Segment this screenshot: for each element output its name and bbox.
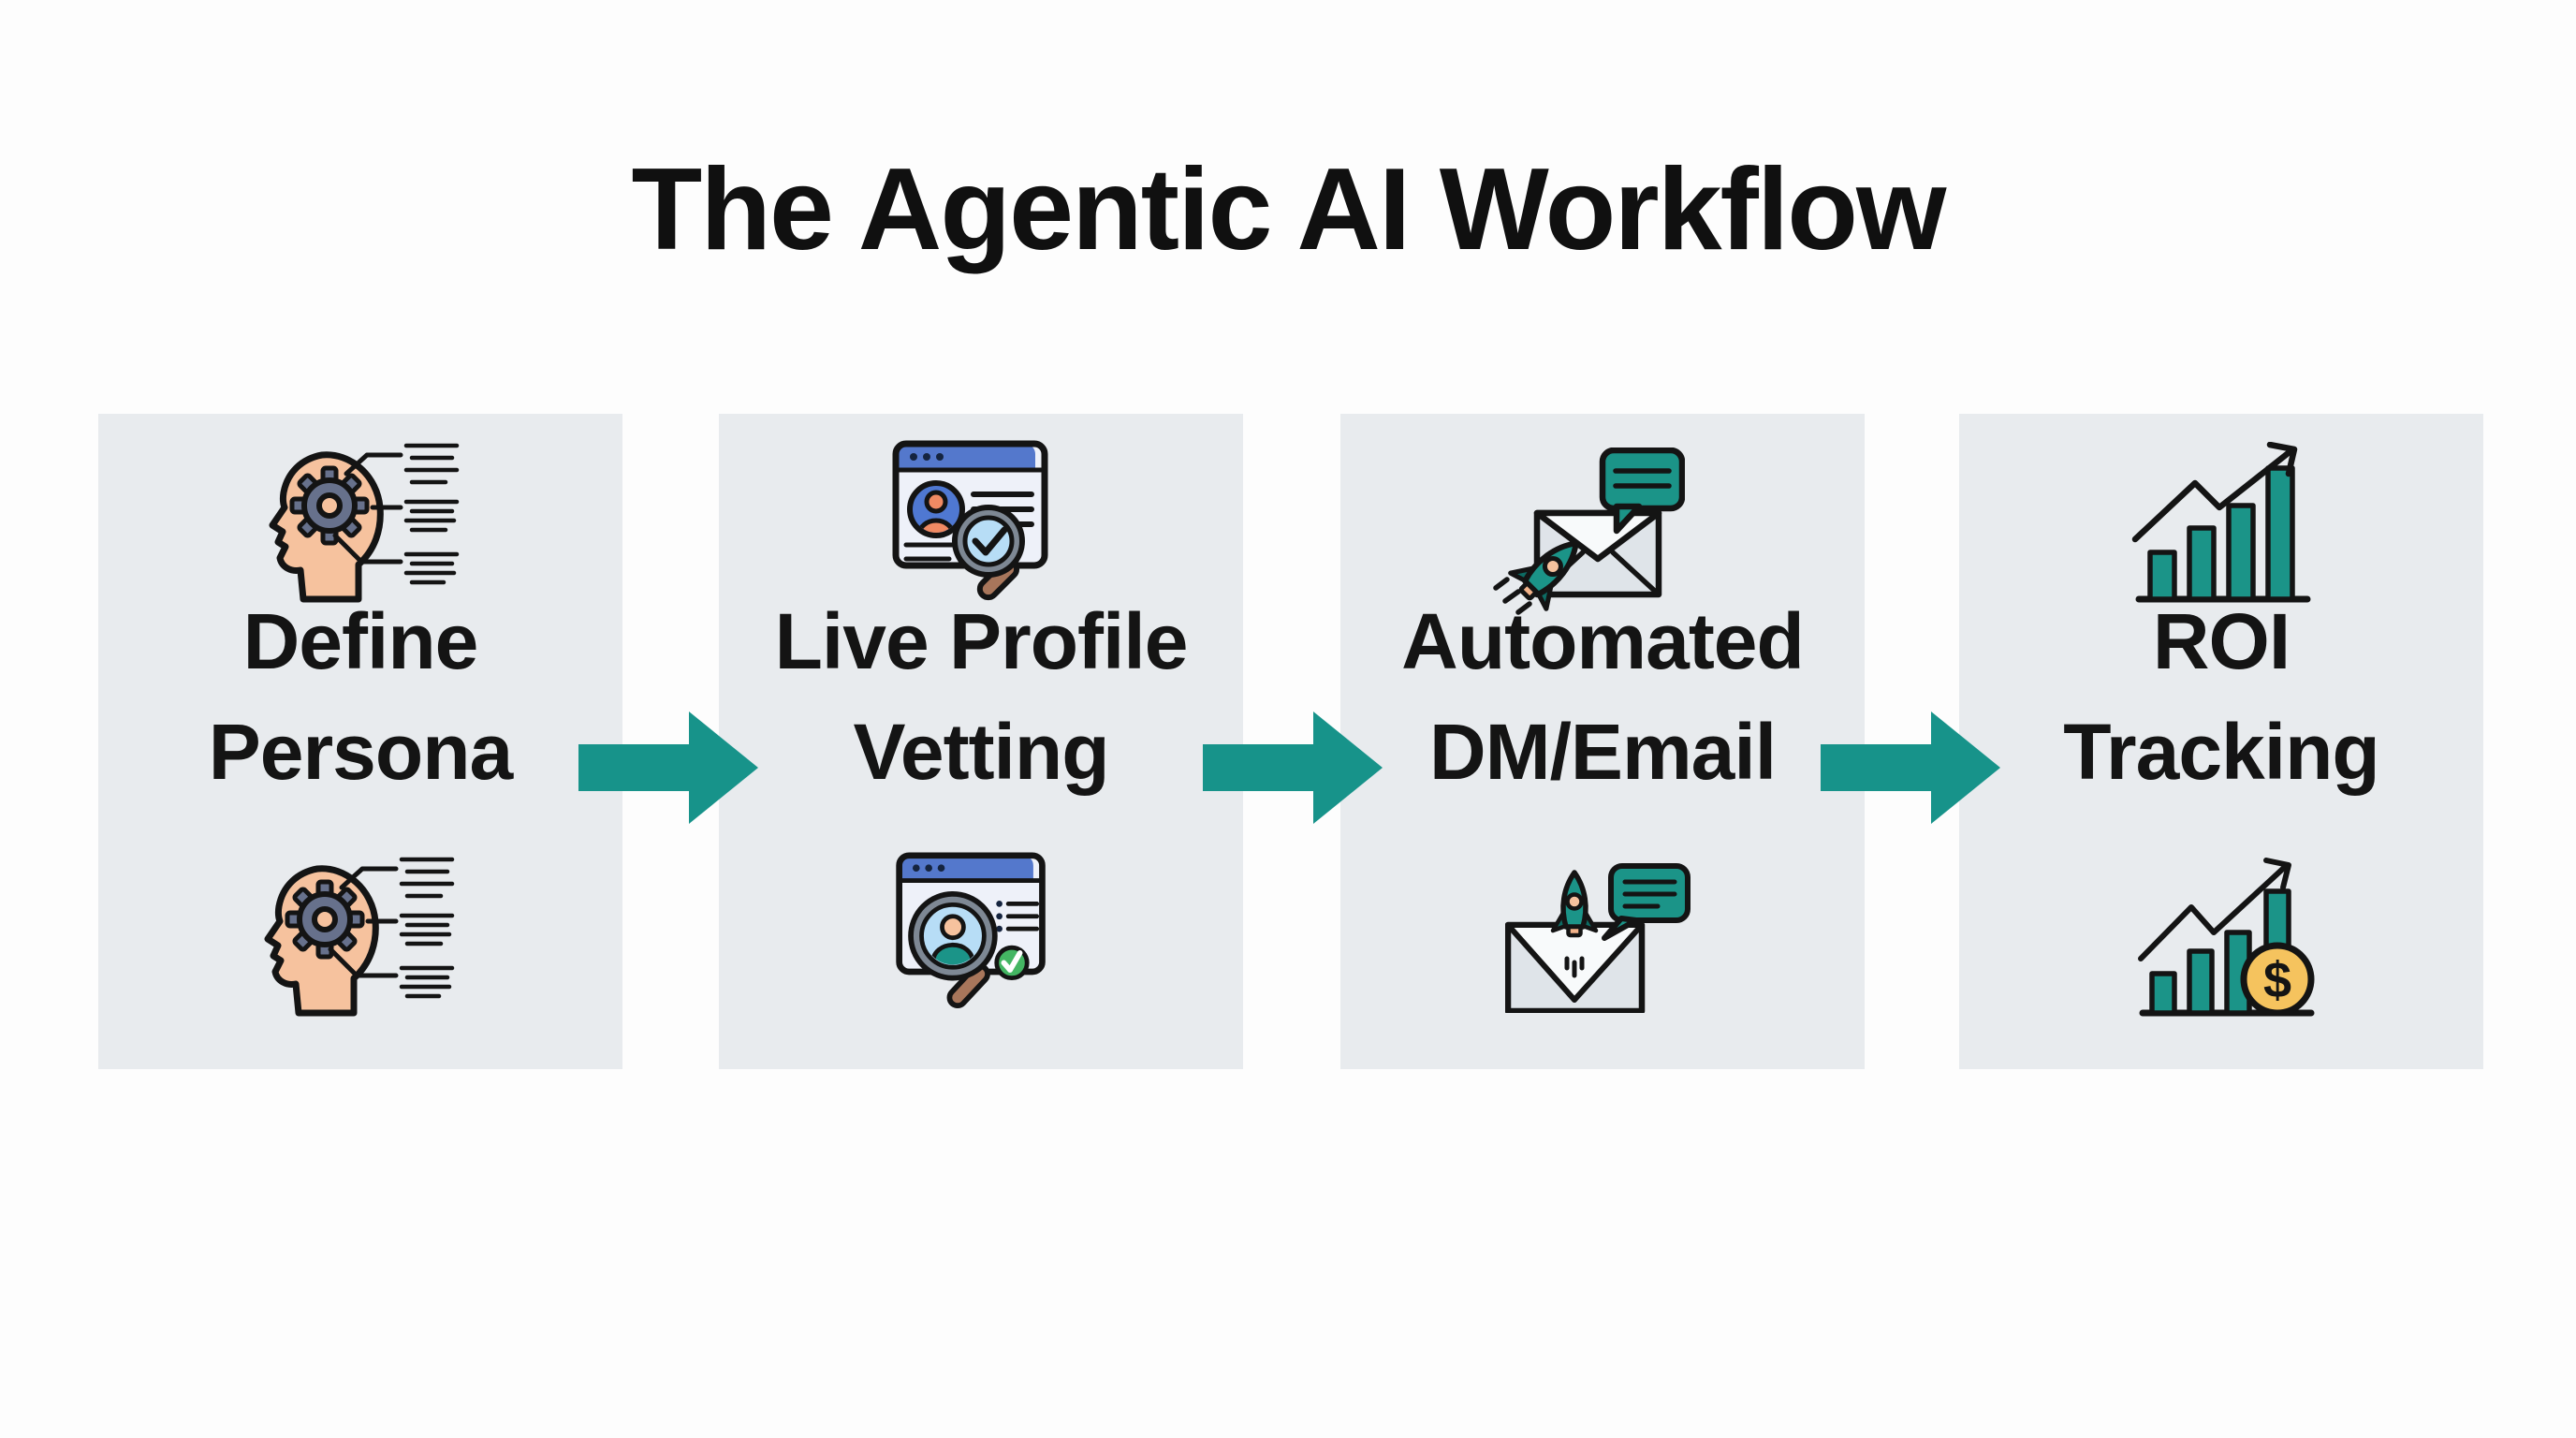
profile-magnifier-verified-icon bbox=[896, 852, 1046, 1009]
email-chat-rocket-icon bbox=[1493, 448, 1685, 615]
flow-arrow-icon bbox=[1821, 712, 2000, 824]
flow-arrow-icon bbox=[1203, 712, 1383, 824]
growth-bar-chart-dollar-icon: $ bbox=[2138, 858, 2315, 1017]
step-label: Automated DM/Email bbox=[1340, 586, 1865, 807]
step-label-line2: Vetting bbox=[853, 708, 1109, 796]
persona-head-gear-icon bbox=[264, 857, 455, 1017]
step-automated-dm-email: Automated DM/Email bbox=[1340, 414, 1865, 1069]
growth-bar-chart-icon bbox=[2131, 442, 2311, 603]
profile-card-search-icon bbox=[892, 440, 1048, 601]
step-label-line2: DM/Email bbox=[1428, 708, 1777, 796]
step-label: Define Persona bbox=[98, 586, 622, 807]
step-label-line1: ROI bbox=[2152, 597, 2291, 685]
step-label: ROI Tracking bbox=[1959, 586, 2483, 807]
dollar-glyph: $ bbox=[2263, 952, 2291, 1008]
flow-arrow-icon bbox=[578, 712, 758, 824]
page-title: The Agentic AI Workflow bbox=[631, 145, 1946, 274]
step-label-line2: Tracking bbox=[2063, 708, 2379, 796]
step-label-line1: Define bbox=[242, 597, 479, 685]
step-label: Live Profile Vetting bbox=[719, 586, 1243, 807]
step-label-line1: Automated bbox=[1401, 597, 1805, 685]
step-live-profile-vetting: Live Profile Vetting bbox=[719, 414, 1243, 1069]
step-define-persona: Define Persona bbox=[98, 414, 622, 1069]
step-label-line2: Persona bbox=[208, 708, 514, 796]
step-roi-tracking: ROI Tracking $ bbox=[1959, 414, 2483, 1069]
persona-head-gear-icon bbox=[269, 443, 460, 603]
step-label-line1: Live Profile bbox=[774, 597, 1189, 685]
email-rocket-launch-chat-icon bbox=[1505, 863, 1690, 1013]
